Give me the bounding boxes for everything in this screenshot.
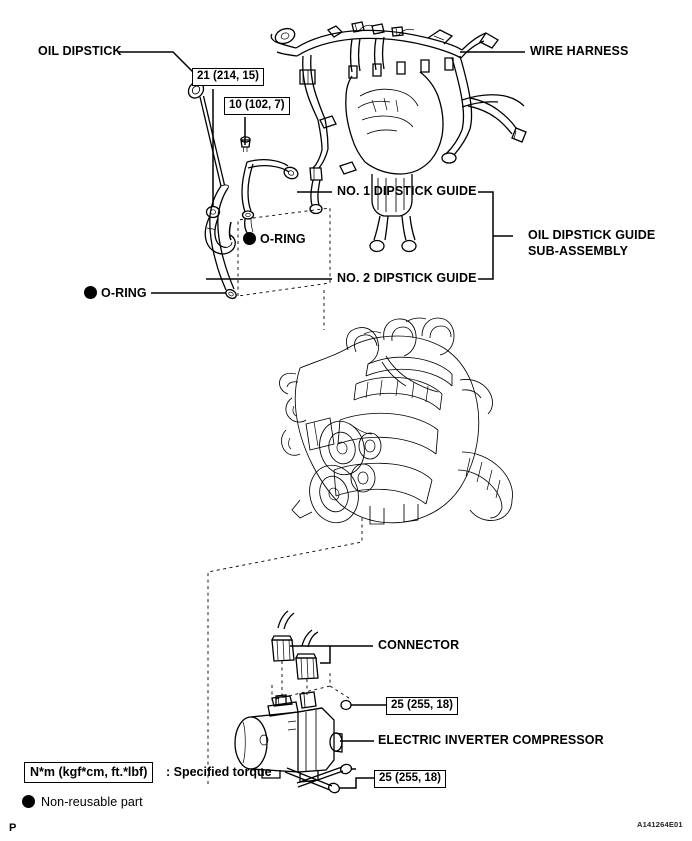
legend-non-reusable-label: Non-reusable part xyxy=(41,795,143,809)
torque-box-25-upper: 25 (255, 18) xyxy=(386,697,459,715)
group-bracket-sub-assembly xyxy=(478,191,513,280)
no2-dipstick-guide-part xyxy=(204,205,236,255)
no1-dipstick-guide-part xyxy=(240,136,299,235)
legend-torque-units-box: N*m (kgf*cm, ft.*lbf) xyxy=(24,762,154,783)
sub-assembly-line-1: OIL DIPSTICK GUIDE xyxy=(528,228,656,242)
label-oil-dipstick: OIL DIPSTICK xyxy=(38,44,122,58)
torque-box-10: 10 (102, 7) xyxy=(224,97,290,115)
torque-box-21: 21 (214, 15) xyxy=(192,68,265,86)
legend-non-reusable-bullet xyxy=(22,795,35,808)
leader-dashed-engine-to-compressor xyxy=(207,518,363,786)
compressor-lower-bolts xyxy=(284,763,374,794)
label-connector: CONNECTOR xyxy=(378,638,460,652)
leader-o-ring-upper xyxy=(228,221,232,241)
leader-oil-dipstick xyxy=(118,51,196,75)
label-electric-inverter-compressor: ELECTRIC INVERTER COMPRESSOR xyxy=(378,733,604,747)
label-no1-dipstick-guide: NO. 1 DIPSTICK GUIDE xyxy=(337,184,477,198)
leader-dashed-connector-to-compressor xyxy=(271,661,353,701)
connector-parts-illustration xyxy=(270,610,319,680)
figure-code: A141264E01 xyxy=(637,820,683,829)
non-reusable-bullet-o-ring-lower xyxy=(84,286,97,299)
label-no2-dipstick-guide: NO. 2 DIPSTICK GUIDE xyxy=(337,271,477,285)
legend-torque-units-suffix: : Specified torque xyxy=(166,765,272,779)
engine-illustration xyxy=(279,290,513,525)
non-reusable-bullet-o-ring-upper xyxy=(243,232,256,245)
engine-pulleys xyxy=(309,420,382,524)
torque-box-25-lower: 25 (255, 18) xyxy=(374,770,447,788)
page-mark: P xyxy=(9,822,17,834)
label-o-ring-upper: O-RING xyxy=(260,232,306,246)
group-outline-dipstick-guide-sub-assembly xyxy=(237,207,331,297)
sub-assembly-line-2: SUB-ASSEMBLY xyxy=(528,243,629,258)
compressor-upper-bolt xyxy=(340,699,386,711)
label-o-ring-lower: O-RING xyxy=(101,286,147,300)
label-wire-harness: WIRE HARNESS xyxy=(530,44,629,58)
leader-connector xyxy=(290,645,373,664)
wire-harness-illustration xyxy=(270,21,527,253)
label-oil-dipstick-guide-sub-assembly: OIL DIPSTICK GUIDE SUB-ASSEMBLY xyxy=(528,228,678,259)
oil-dipstick-part xyxy=(187,81,237,300)
